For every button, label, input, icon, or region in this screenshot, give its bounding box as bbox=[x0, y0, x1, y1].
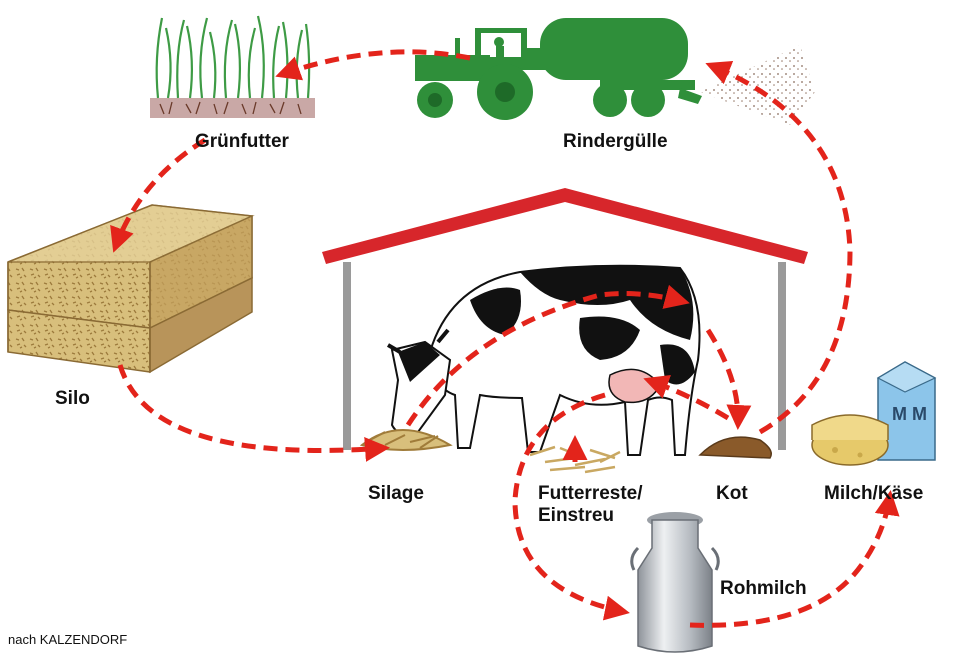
label-silage: Silage bbox=[368, 483, 424, 504]
arrow-can-to-dairy bbox=[689, 490, 900, 628]
label-rinderguelle: Rindergülle bbox=[563, 131, 668, 152]
label-rohmilch: Rohmilch bbox=[720, 578, 807, 599]
label-milch-kaese: Milch/Käse bbox=[824, 483, 924, 504]
label-silo: Silo bbox=[55, 388, 90, 409]
label-einstreu: Einstreu bbox=[538, 505, 615, 526]
arrow-grass-to-silo bbox=[110, 137, 207, 253]
label-futterreste: Futterreste/ bbox=[538, 483, 643, 504]
barn-roof-icon bbox=[322, 188, 808, 450]
label-kot: Kot bbox=[716, 483, 748, 504]
silo-block-icon bbox=[7, 204, 255, 374]
cycle-arrows bbox=[110, 49, 900, 628]
cow-icon bbox=[386, 264, 701, 456]
tractor-with-tank-icon bbox=[415, 18, 702, 120]
milk-can-icon bbox=[630, 512, 720, 653]
arrow-kot-to-udder bbox=[643, 374, 730, 421]
arrow-silo-to-silage bbox=[117, 364, 390, 462]
arrow-cow-to-kot bbox=[705, 328, 752, 430]
source-credit: nach KALZENDORF bbox=[8, 632, 128, 647]
arrow-tractor-to-grass bbox=[275, 49, 471, 81]
arrow-silage-to-cow bbox=[405, 284, 690, 427]
manure-pile bbox=[698, 436, 772, 459]
slurry-spray bbox=[700, 45, 815, 125]
arrow-kot-to-slurry bbox=[705, 60, 853, 435]
arrow-udder-to-can bbox=[512, 392, 630, 621]
svg-text:M M: M M bbox=[892, 404, 927, 424]
label-gruenfutter: Grünfutter bbox=[195, 131, 289, 152]
cheese-and-milk-carton-icon: M M bbox=[811, 361, 937, 466]
grass-icon bbox=[150, 15, 315, 118]
